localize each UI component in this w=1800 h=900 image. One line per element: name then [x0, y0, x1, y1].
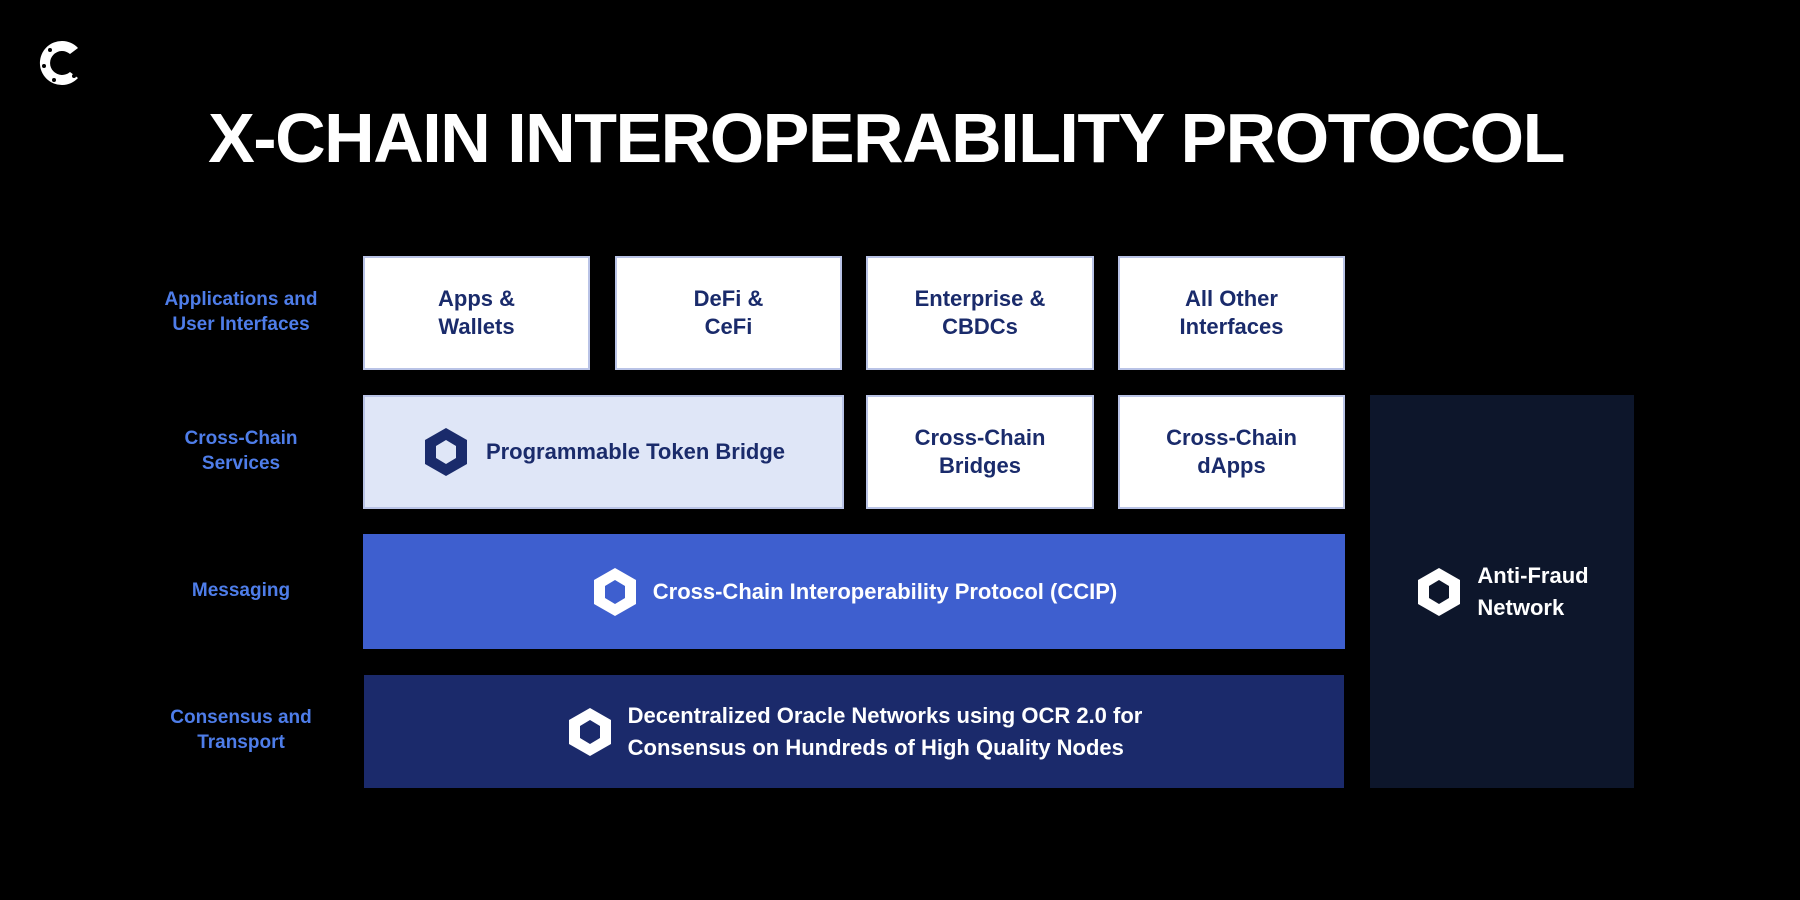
box-label: Cross-Chain Interoperability Protocol (C…: [652, 578, 1118, 604]
box-decentralized-oracle-networks: Decentralized Oracle Networks using OCR …: [364, 675, 1344, 788]
row-label-consensus: Consensus and Transport: [170, 707, 312, 753]
box-all-other-interfaces: All Other Interfaces: [1118, 256, 1345, 370]
box-cross-chain-bridges: Cross-Chain Bridges: [866, 395, 1094, 509]
box-label: Decentralized Oracle Networks using OCR …: [627, 702, 1143, 760]
box-apps-wallets: Apps & Wallets: [363, 256, 590, 370]
box-label: DeFi & CeFi: [693, 286, 764, 339]
box-label: Enterprise & CBDCs: [914, 286, 1046, 339]
hexagon-icon: [593, 567, 636, 616]
box-label: Cross-Chain Bridges: [914, 425, 1046, 478]
box-ccip: Cross-Chain Interoperability Protocol (C…: [363, 534, 1345, 649]
row-label-cross-chain-services: Cross-Chain Services: [184, 428, 298, 474]
hexagon-icon: [424, 428, 467, 476]
row-label-messaging: Messaging: [191, 580, 291, 601]
box-label: Apps & Wallets: [438, 286, 515, 339]
box-label: Programmable Token Bridge: [485, 439, 786, 464]
box-programmable-token-bridge: Programmable Token Bridge: [363, 395, 844, 509]
box-cross-chain-dapps: Cross-Chain dApps: [1118, 395, 1345, 509]
hexagon-icon: [568, 707, 611, 756]
c-logo-icon: [36, 41, 84, 85]
panel-label: Anti-Fraud Network: [1477, 562, 1589, 620]
page-title: X-CHAIN INTEROPERABILITY PROTOCOL: [208, 99, 1565, 177]
row-label-applications: Applications and User Interfaces: [164, 289, 318, 335]
hexagon-icon: [1418, 567, 1461, 616]
box-label: Cross-Chain dApps: [1166, 425, 1297, 478]
anti-fraud-network-panel: Anti-Fraud Network: [1370, 395, 1634, 788]
box-label: All Other Interfaces: [1179, 286, 1284, 339]
box-enterprise-cbdcs: Enterprise & CBDCs: [866, 256, 1094, 370]
box-defi-cefi: DeFi & CeFi: [615, 256, 842, 370]
